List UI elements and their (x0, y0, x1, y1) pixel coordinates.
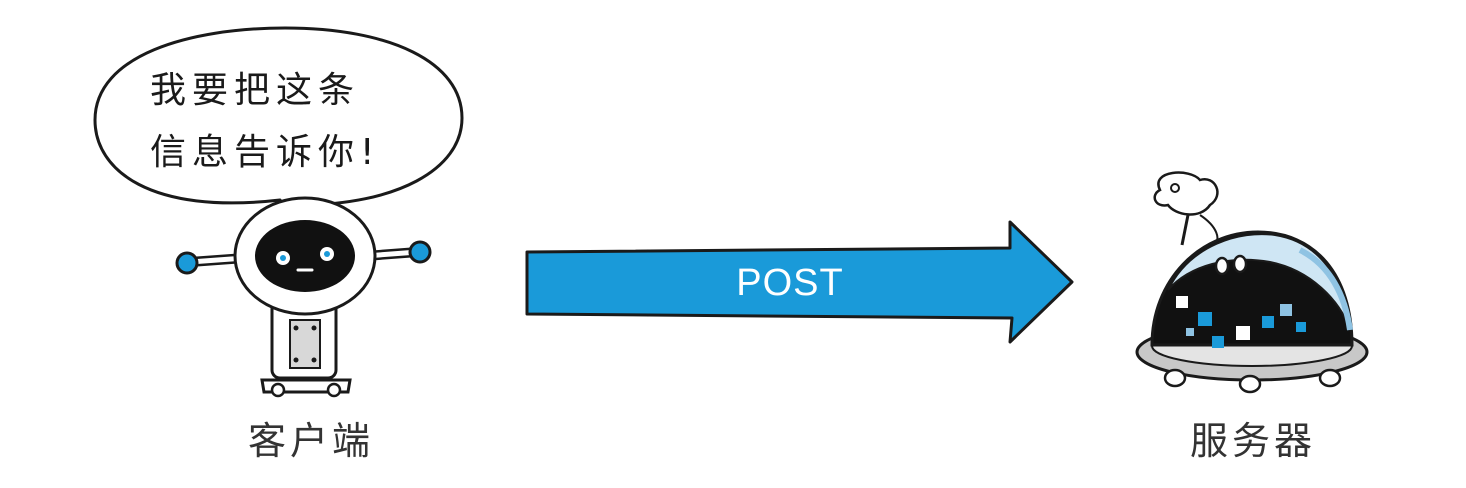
server-robot-icon (1135, 171, 1369, 394)
speech-line-2: 信息告诉你! (150, 132, 381, 173)
post-arrow-label: POST (736, 262, 844, 304)
speech-bubble (93, 26, 464, 237)
speech-line-1: 我要把这条 (150, 70, 361, 111)
speech-bubble-text: 我要把这条 信息告诉你! (150, 60, 410, 184)
post-arrow-icon (525, 220, 1074, 344)
client-robot-icon (175, 196, 432, 398)
server-label: 服务器 (1190, 419, 1317, 463)
client-label: 客户端 (248, 419, 375, 463)
